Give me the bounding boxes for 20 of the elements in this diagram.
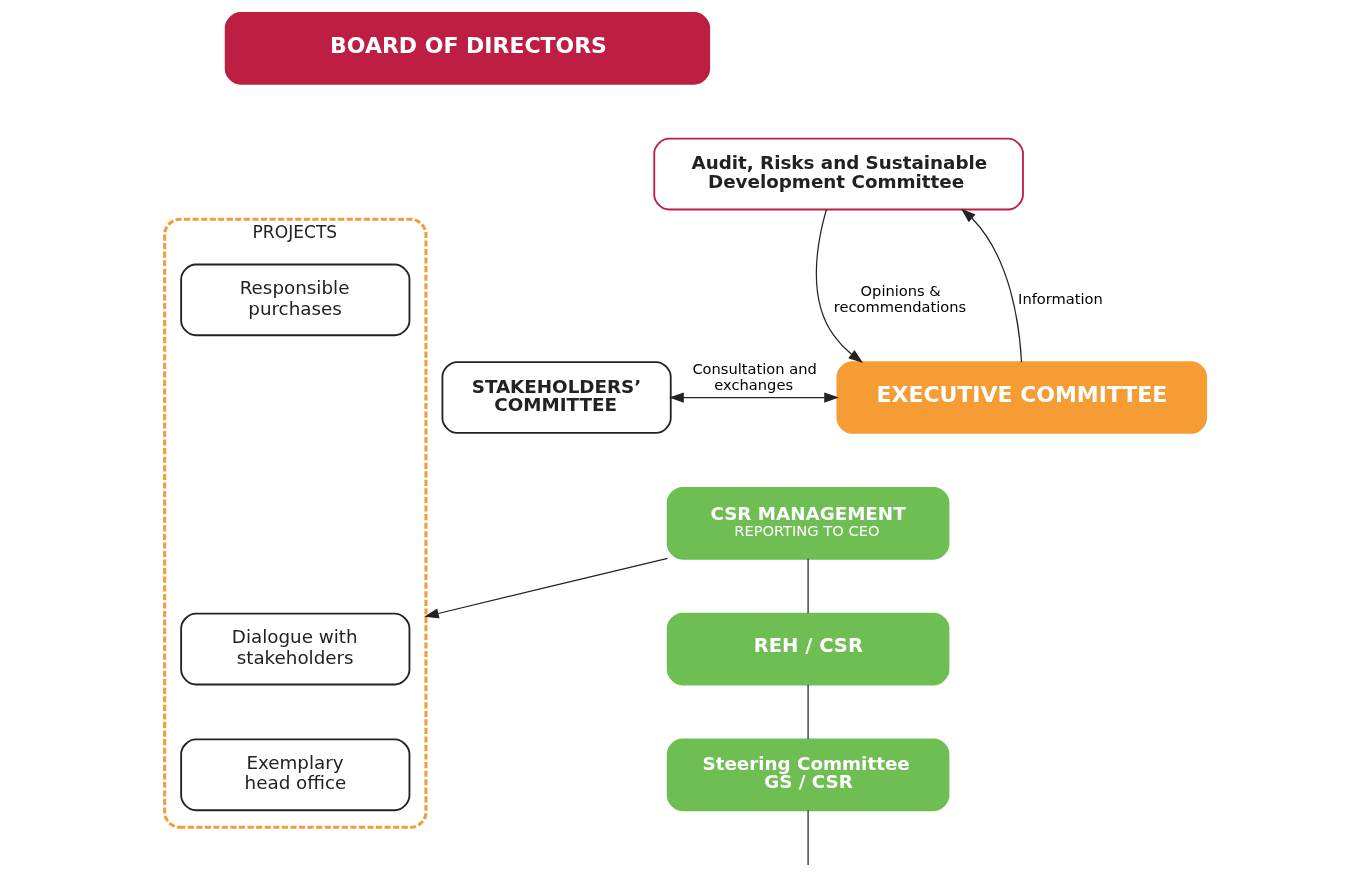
node-box: CSR MANAGEMENT REPORTING TO CEO — [666, 487, 950, 560]
arrow — [961, 208, 1023, 363]
arrow — [424, 557, 669, 619]
connector — [807, 558, 809, 614]
node-box: BOARD OF DIRECTORS — [224, 12, 711, 85]
node-box: REH / CSR — [666, 612, 950, 686]
node-box: Responsible purchases — [180, 263, 411, 337]
arrow — [669, 392, 839, 403]
arrow — [815, 209, 864, 363]
edge-label: Opinions & recommendations — [833, 281, 967, 315]
node-box: Dialogue with stakeholders — [180, 612, 411, 686]
node-box: Exemplary head office — [180, 738, 411, 812]
node-box: Steering Committee GS / CSR — [666, 738, 950, 812]
node-box: STAKEHOLDERS’ COMMITTEE — [441, 361, 672, 434]
node-box: Audit, Risks and Sustainable Development Committee — [653, 137, 1024, 211]
connector — [807, 809, 809, 866]
node-box: EXECUTIVE COMMITTEE — [836, 361, 1208, 434]
edge-label: Consultation and exchanges — [692, 359, 817, 393]
connector — [807, 684, 809, 740]
edge-label: Information — [1018, 289, 1103, 307]
